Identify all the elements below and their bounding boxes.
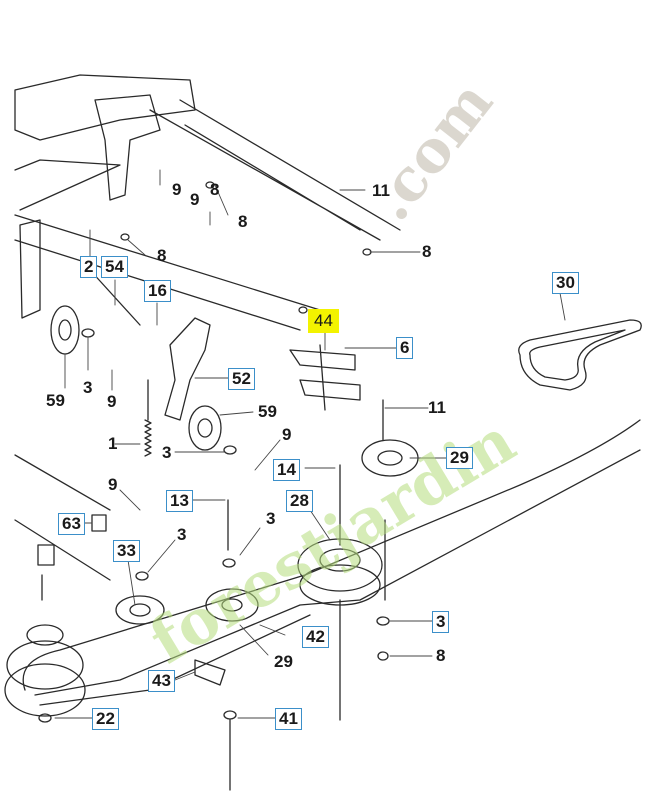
part-label-29: 29 xyxy=(274,652,293,671)
part-label-2[interactable]: 2 xyxy=(80,256,98,278)
frame-beam-left xyxy=(14,159,121,211)
pulley-59-upper xyxy=(50,305,80,355)
part-label-14[interactable]: 14 xyxy=(273,459,300,481)
part-label-3: 3 xyxy=(162,443,172,462)
part-label-11: 11 xyxy=(428,398,446,417)
bracket-44 xyxy=(289,344,361,411)
deck-belt xyxy=(22,419,641,691)
part-label-6[interactable]: 6 xyxy=(396,337,414,359)
belt-30 xyxy=(518,319,642,391)
part-label-63[interactable]: 63 xyxy=(58,513,85,535)
plate-43 xyxy=(194,659,226,686)
spindle-pulley xyxy=(6,640,84,690)
part-label-43[interactable]: 43 xyxy=(148,670,175,692)
part-label-3: 3 xyxy=(266,509,276,528)
part-label-22[interactable]: 22 xyxy=(92,708,119,730)
part-label-8: 8 xyxy=(422,242,432,261)
part-label-11: 11 xyxy=(372,181,390,200)
part-label-44-highlighted[interactable]: 44 xyxy=(308,309,339,333)
pulley-33 xyxy=(115,595,165,625)
mount-plate xyxy=(19,219,41,319)
frame-upper xyxy=(14,74,196,141)
part-label-13[interactable]: 13 xyxy=(166,490,193,512)
part-label-28[interactable]: 28 xyxy=(286,490,313,512)
part-label-9: 9 xyxy=(107,392,117,411)
part-label-9: 9 xyxy=(190,190,200,209)
part-label-41[interactable]: 41 xyxy=(275,708,302,730)
spring xyxy=(144,419,152,457)
part-label-42[interactable]: 42 xyxy=(302,626,329,648)
pulley-59-lower xyxy=(188,405,222,451)
part-label-52[interactable]: 52 xyxy=(228,368,255,390)
part-label-54[interactable]: 54 xyxy=(101,256,128,278)
part-label-30[interactable]: 30 xyxy=(552,272,579,294)
frame-rail-2 xyxy=(14,214,321,331)
part-label-3[interactable]: 3 xyxy=(432,611,450,633)
bushing-63 xyxy=(91,514,107,532)
idler-arm xyxy=(164,317,211,421)
part-label-8: 8 xyxy=(157,246,167,265)
part-label-3: 3 xyxy=(177,525,187,544)
part-label-8: 8 xyxy=(210,180,220,199)
part-label-8: 8 xyxy=(238,212,248,231)
part-label-33[interactable]: 33 xyxy=(113,540,140,562)
part-label-29[interactable]: 29 xyxy=(446,447,473,469)
part-label-59: 59 xyxy=(258,402,277,421)
part-label-59: 59 xyxy=(46,391,65,410)
part-label-1: 1 xyxy=(108,434,118,453)
deck-outline xyxy=(14,454,111,581)
part-label-16[interactable]: 16 xyxy=(144,280,171,302)
part-label-3: 3 xyxy=(83,378,93,397)
part-label-8: 8 xyxy=(436,646,446,665)
pulley-29-lower xyxy=(205,588,259,622)
part-label-9: 9 xyxy=(108,475,118,494)
part-label-9: 9 xyxy=(172,180,182,199)
frame-rail xyxy=(149,99,401,241)
frame-bracket xyxy=(94,94,161,201)
part-label-9: 9 xyxy=(282,425,292,444)
